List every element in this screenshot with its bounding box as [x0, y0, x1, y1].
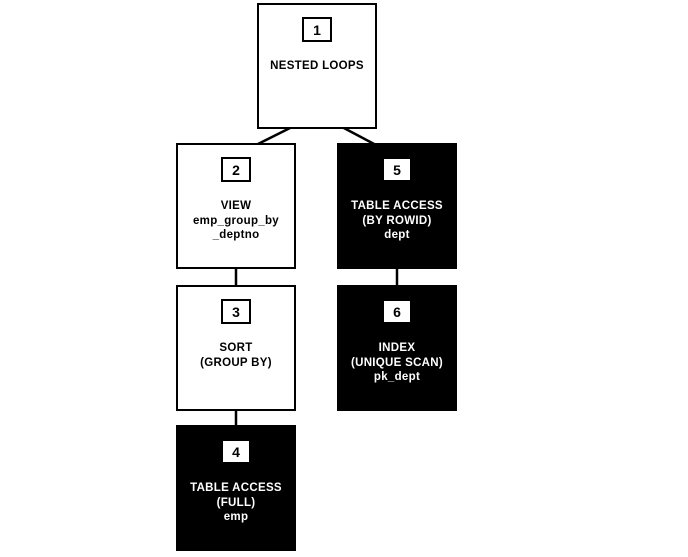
node-label-line: emp — [223, 511, 249, 523]
node-label: VIEW emp_group_by _deptno — [178, 199, 294, 243]
plan-node-table-access-full: 4 TABLE ACCESS (FULL) emp — [176, 425, 296, 551]
node-number-box: 1 — [302, 17, 332, 42]
edge-1-to-2 — [255, 125, 293, 147]
node-label-line: INDEX — [378, 342, 416, 354]
node-label: TABLE ACCESS (BY ROWID) dept — [339, 199, 455, 243]
node-number-box: 3 — [221, 299, 251, 324]
node-number: 5 — [393, 161, 401, 178]
plan-node-sort-group-by: 3 SORT (GROUP BY) — [176, 285, 296, 411]
plan-node-nested-loops: 1 NESTED LOOPS — [257, 3, 377, 129]
node-label-line: VIEW — [220, 200, 252, 212]
node-number-box: 6 — [382, 299, 412, 324]
node-label-line: dept — [384, 229, 410, 241]
edge-1-to-5 — [341, 125, 377, 147]
node-label-line: (BY ROWID) — [362, 214, 432, 227]
node-label-line: (FULL) — [216, 496, 256, 509]
node-label: SORT (GROUP BY) — [178, 341, 294, 370]
node-number-box: 4 — [221, 439, 251, 464]
node-number: 2 — [232, 161, 240, 178]
node-label-line: SORT — [219, 342, 253, 354]
node-number: 4 — [232, 443, 240, 460]
node-label-line: emp_group_by — [192, 214, 280, 227]
node-label-line: NESTED LOOPS — [270, 60, 364, 72]
node-label-line: (UNIQUE SCAN) — [350, 356, 444, 369]
node-number: 1 — [313, 21, 321, 38]
plan-node-view: 2 VIEW emp_group_by _deptno — [176, 143, 296, 269]
node-label-line: (GROUP BY) — [200, 356, 272, 369]
node-number: 3 — [232, 303, 240, 320]
plan-node-table-access-by-rowid: 5 TABLE ACCESS (BY ROWID) dept — [337, 143, 457, 269]
plan-node-index-unique-scan: 6 INDEX (UNIQUE SCAN) pk_dept — [337, 285, 457, 411]
node-label-line: TABLE ACCESS — [351, 200, 443, 212]
node-label: TABLE ACCESS (FULL) emp — [178, 481, 294, 525]
node-label-line: _deptno — [212, 229, 260, 241]
node-number-box: 5 — [382, 157, 412, 182]
node-number: 6 — [393, 303, 401, 320]
node-label: INDEX (UNIQUE SCAN) pk_dept — [339, 341, 455, 385]
node-label-line: pk_dept — [373, 371, 421, 383]
node-label: NESTED LOOPS — [259, 59, 375, 74]
node-label-line: TABLE ACCESS — [190, 482, 282, 494]
node-number-box: 2 — [221, 157, 251, 182]
